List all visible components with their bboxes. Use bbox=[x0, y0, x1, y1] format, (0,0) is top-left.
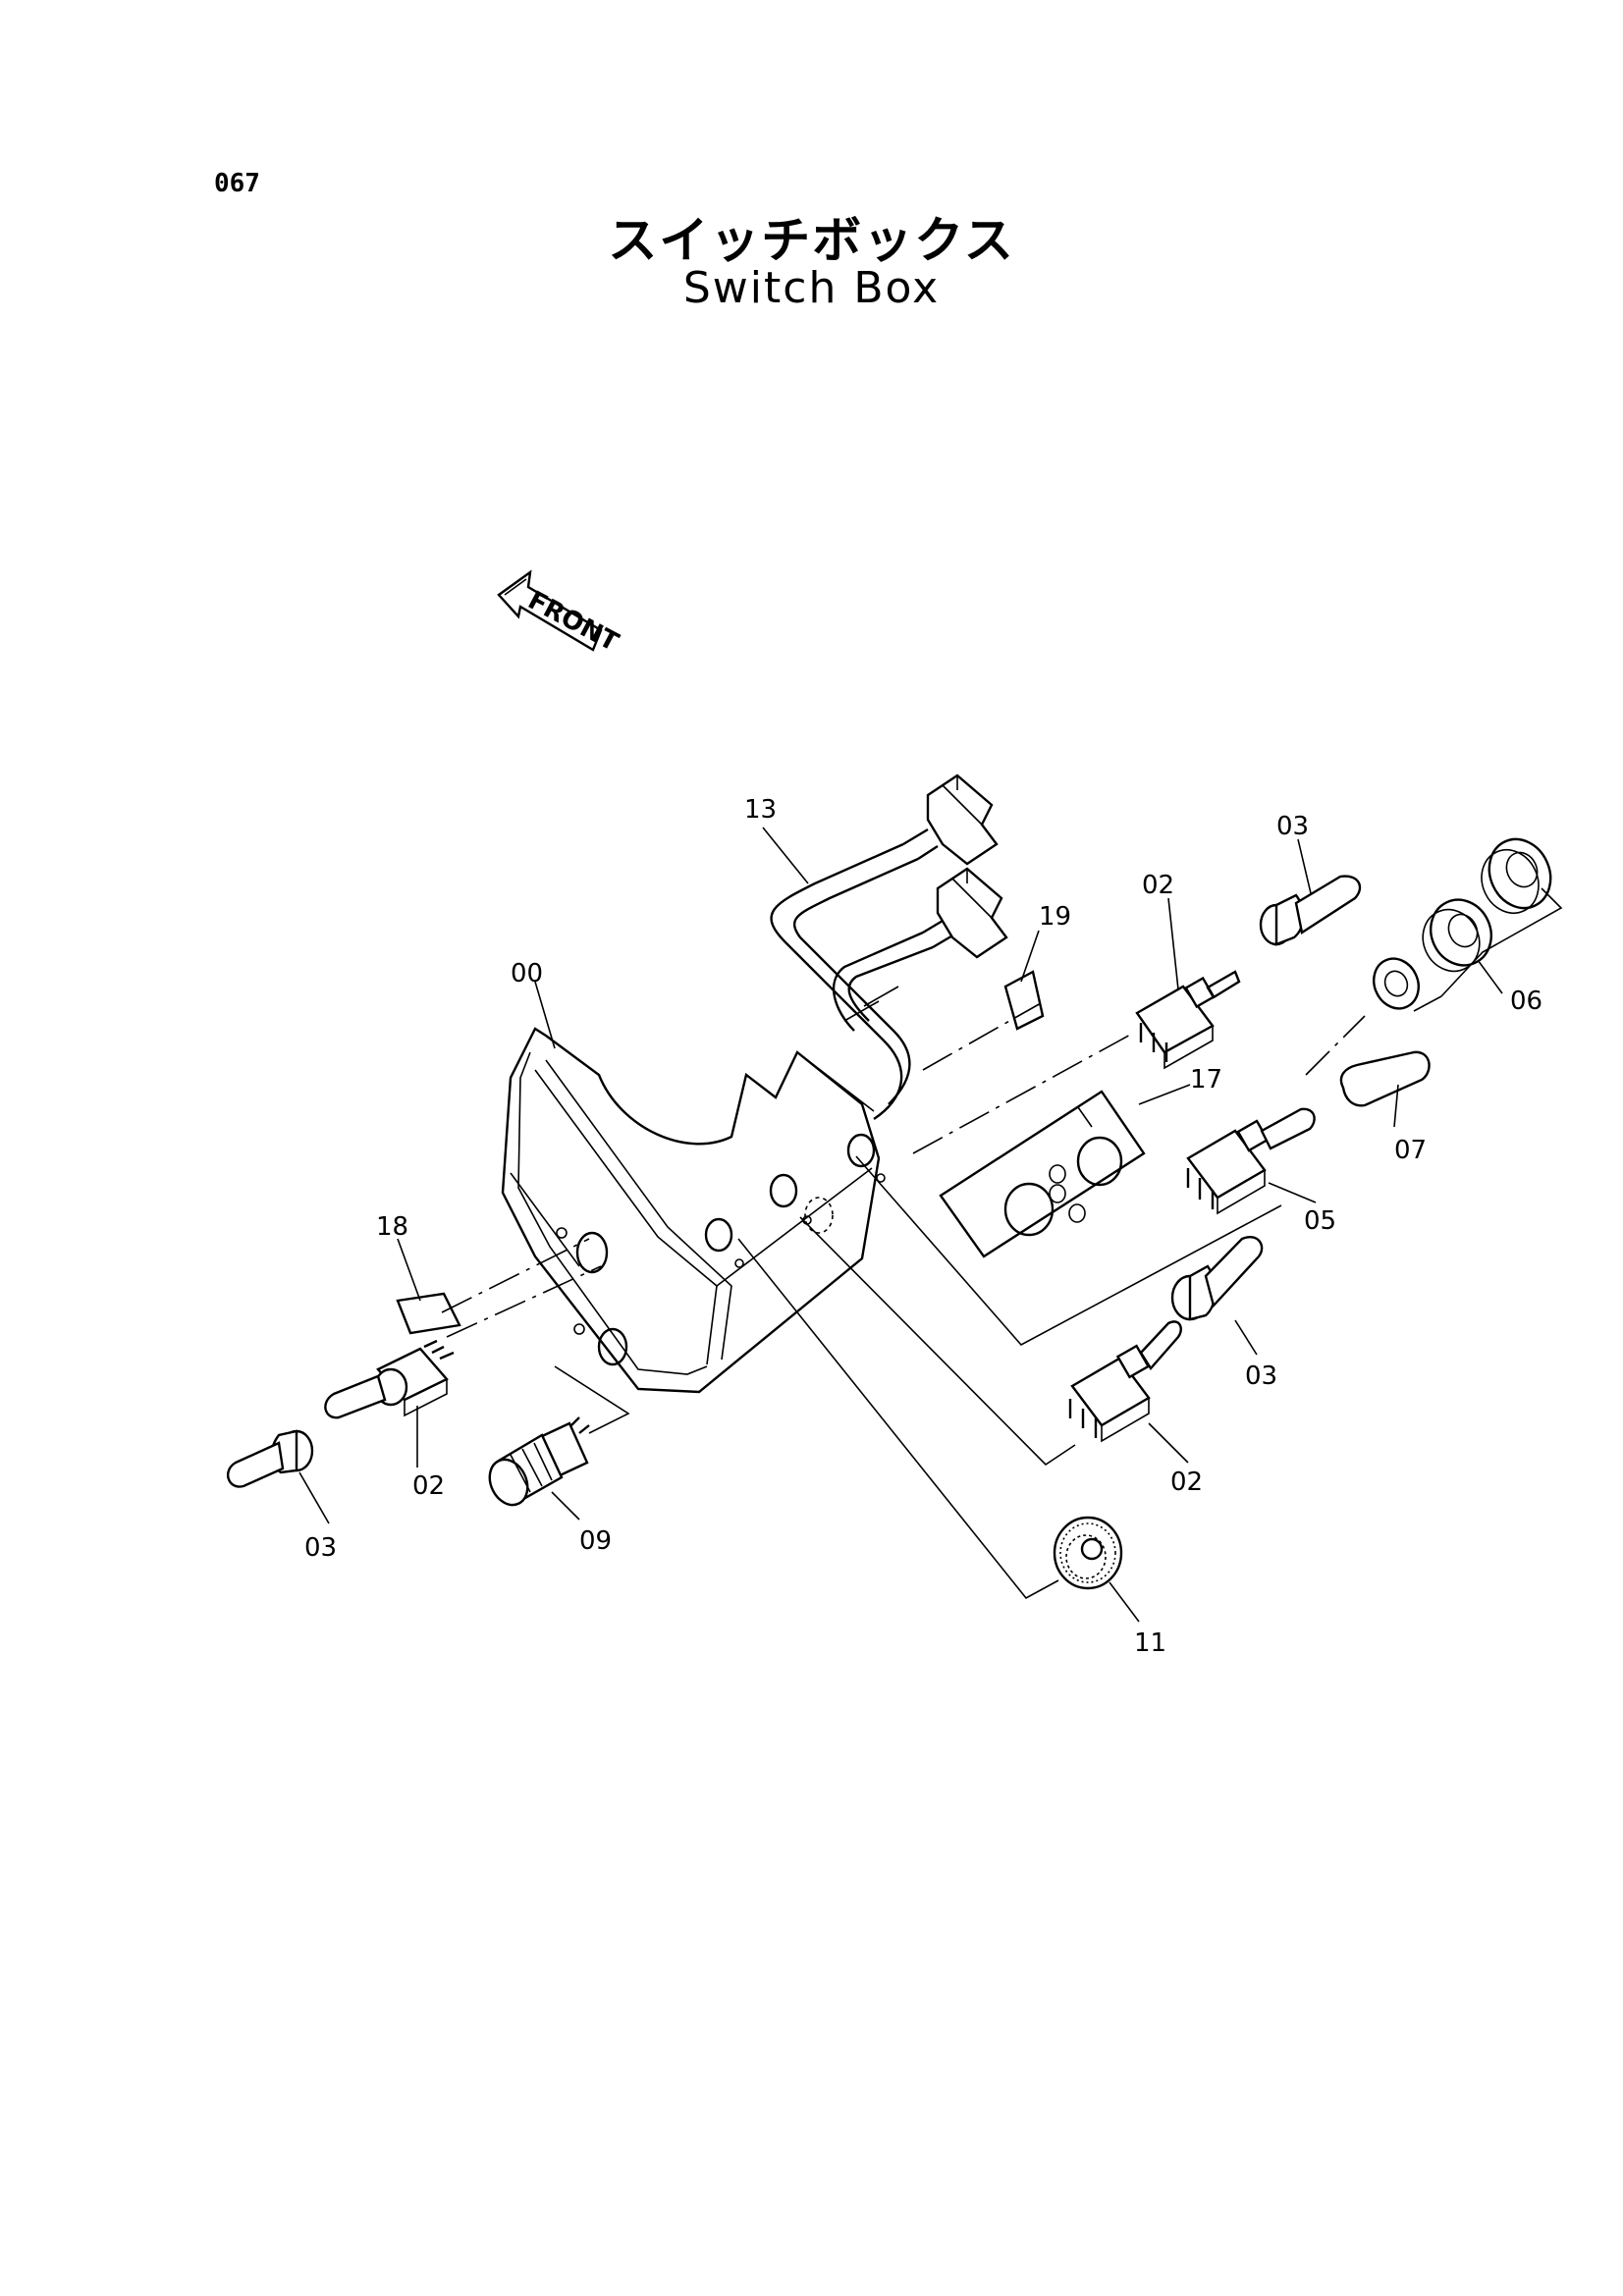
toggle-switch-lower-right bbox=[1068, 1320, 1182, 1443]
label-sticker-19 bbox=[1003, 970, 1045, 1031]
toggle-boot-upper-right bbox=[1259, 875, 1362, 946]
page-number: 067 bbox=[214, 169, 260, 198]
callout-03-left: 03 bbox=[304, 1533, 337, 1563]
callout-labels: 00 13 03 02 19 06 17 07 05 18 03 02 02 0… bbox=[304, 795, 1542, 1658]
callout-00: 00 bbox=[511, 959, 543, 988]
callout-09: 09 bbox=[579, 1526, 612, 1556]
callout-05: 05 bbox=[1304, 1206, 1336, 1236]
switch-cap-07 bbox=[1339, 1050, 1431, 1107]
toggle-boot-mid-right bbox=[1170, 1236, 1264, 1321]
callout-19: 19 bbox=[1039, 902, 1071, 932]
callout-02-upper-right: 02 bbox=[1142, 871, 1174, 900]
toggle-switch-05 bbox=[1186, 1107, 1316, 1215]
title-japanese: スイッチボックス bbox=[608, 212, 1015, 269]
rotary-knob-09 bbox=[488, 1416, 590, 1507]
nut-washer-set-06 bbox=[1373, 837, 1552, 1010]
callout-11: 11 bbox=[1134, 1629, 1166, 1658]
title-english: Switch Box bbox=[682, 263, 941, 313]
toggle-boot-left bbox=[226, 1429, 314, 1488]
harness-connector-upper bbox=[926, 774, 999, 866]
front-arrow-icon: FRONT bbox=[497, 569, 623, 658]
callout-02-lower-right: 02 bbox=[1170, 1468, 1203, 1497]
harness-connector-lower bbox=[936, 867, 1008, 959]
label-sticker-18 bbox=[396, 1292, 461, 1335]
callout-17: 17 bbox=[1190, 1065, 1222, 1095]
toggle-switch-upper-right bbox=[1135, 970, 1241, 1070]
callout-07: 07 bbox=[1394, 1136, 1427, 1165]
assembly-lines bbox=[441, 1002, 1366, 1600]
front-arrow-label: FRONT bbox=[523, 586, 623, 658]
callout-03-mid-right: 03 bbox=[1245, 1362, 1277, 1391]
callout-18: 18 bbox=[376, 1212, 408, 1242]
switch-panel-plate-17 bbox=[939, 1090, 1146, 1258]
knob-11 bbox=[1053, 1516, 1123, 1590]
switch-box-housing bbox=[501, 1027, 886, 1394]
callout-06: 06 bbox=[1510, 987, 1542, 1016]
callout-02-left: 02 bbox=[412, 1471, 445, 1501]
leader-lines bbox=[298, 827, 1563, 1623]
toggle-switch-left bbox=[324, 1339, 455, 1419]
callout-03-upper-right: 03 bbox=[1276, 812, 1309, 841]
callout-13: 13 bbox=[744, 795, 777, 825]
